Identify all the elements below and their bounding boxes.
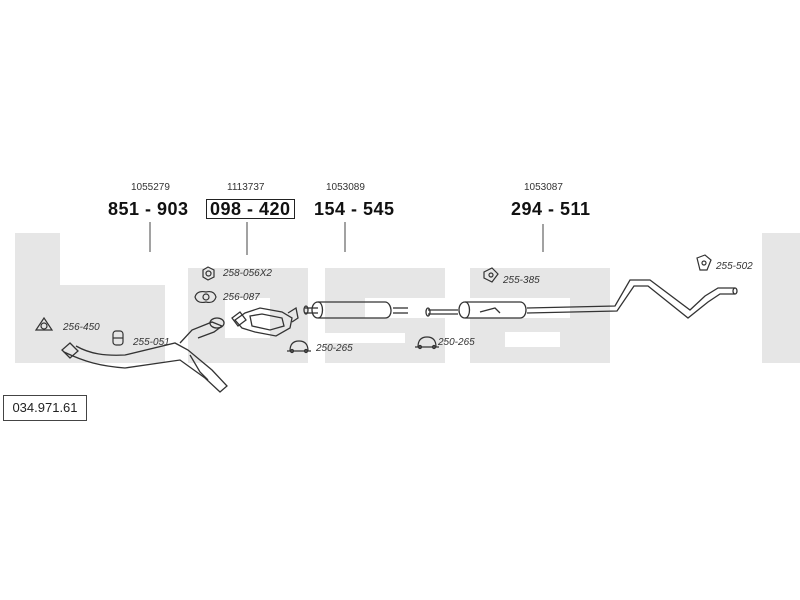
rubber-mount-icon	[696, 254, 712, 271]
accessory-label: 258-056X2	[223, 268, 272, 279]
accessory-label: 250-265	[438, 337, 475, 348]
rubber-mount-icon	[112, 330, 124, 346]
part-number: 154 - 545	[314, 199, 395, 219]
part-ref: 1053087	[524, 182, 563, 193]
clamp-icon	[287, 340, 311, 354]
part-number: 294 - 511	[511, 199, 591, 219]
nut-icon	[202, 266, 215, 281]
accessory-icons	[34, 254, 712, 354]
rear-silencer-part	[425, 279, 738, 319]
accessory-label: 255-051	[133, 337, 170, 348]
leader-lines	[149, 222, 544, 255]
accessory-label: 256-450	[63, 322, 100, 333]
center-silencer-part	[303, 301, 408, 319]
triangle-gasket-icon	[34, 316, 54, 331]
part-ref: 1053089	[326, 182, 365, 193]
front-pipe-part	[61, 317, 228, 393]
accessory-label: 256-087	[223, 292, 260, 303]
part-number: 098 - 420	[206, 199, 295, 219]
rubber-mount-icon	[483, 267, 499, 283]
part-ref: 1113737	[227, 182, 265, 193]
accessory-label: 255-385	[503, 275, 540, 286]
gasket-icon	[194, 290, 217, 304]
accessory-label: 250-265	[316, 343, 353, 354]
diagram-number: 034.971.61	[3, 395, 87, 421]
part-ref: 1055279	[131, 182, 170, 193]
clamp-icon	[415, 336, 439, 350]
accessory-label: 255-502	[716, 261, 753, 272]
part-number: 851 - 903	[108, 199, 189, 219]
catalytic-converter-part	[231, 306, 299, 337]
